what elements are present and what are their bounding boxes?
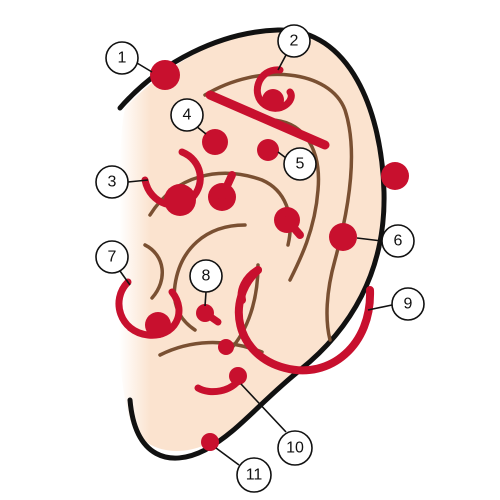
callout-2: 2 xyxy=(277,24,311,58)
piercing-daith-bar xyxy=(283,216,304,239)
piercing-1-stud xyxy=(150,60,180,90)
crease-antihelix xyxy=(203,72,354,342)
piercing-10-stud xyxy=(229,367,247,385)
piercing-helix-back-stud xyxy=(381,162,409,190)
callouts: 1 2 3 4 5 6 7 8 xyxy=(95,24,425,493)
callout-3-label: 3 xyxy=(108,174,117,191)
callout-8: 8 xyxy=(189,259,223,293)
callout-2-label: 2 xyxy=(290,33,299,50)
callout-2-circle xyxy=(277,24,311,58)
callout-5: 5 xyxy=(283,147,317,181)
piercing-3-bar xyxy=(218,171,236,201)
piercing-6-stud xyxy=(329,223,357,251)
piercing-11-stud xyxy=(201,433,219,451)
piercing-lobe-upper-stud xyxy=(218,339,234,355)
jewelry xyxy=(115,60,409,451)
callout-6-label: 6 xyxy=(394,233,403,250)
crease-tragus xyxy=(143,243,164,300)
callout-10-circle xyxy=(277,430,313,466)
callout-10-label: 10 xyxy=(286,440,304,457)
piercing-7-ring xyxy=(115,278,183,339)
leader-9 xyxy=(367,304,393,311)
callout-3-circle xyxy=(95,165,129,199)
piercing-4-stud xyxy=(202,129,228,155)
callout-8-circle xyxy=(189,259,223,293)
piercing-9-ring-back xyxy=(237,266,262,304)
callout-1-circle xyxy=(105,41,139,75)
callout-9-label: 9 xyxy=(404,296,413,313)
callout-5-label: 5 xyxy=(296,156,305,173)
callout-11-circle xyxy=(236,457,272,493)
callout-4-circle xyxy=(170,98,204,132)
leader-5 xyxy=(277,151,287,159)
callout-3: 3 xyxy=(95,165,129,199)
leader-11 xyxy=(215,447,240,466)
piercing-industrial-bar xyxy=(205,90,330,150)
callout-9: 9 xyxy=(391,287,425,321)
piercing-2-bead xyxy=(262,89,284,111)
callout-11-label: 11 xyxy=(246,467,263,484)
leader-8 xyxy=(204,291,207,307)
helix-outline xyxy=(117,27,387,461)
callout-10: 10 xyxy=(277,430,313,466)
callout-6: 6 xyxy=(381,224,415,258)
piercing-5-stud xyxy=(257,139,279,161)
callout-9-circle xyxy=(391,287,425,321)
callout-1-label: 1 xyxy=(118,50,127,67)
piercing-8-bar xyxy=(201,309,222,326)
leader-lines xyxy=(119,54,393,466)
leader-3 xyxy=(127,179,149,183)
callout-4: 4 xyxy=(170,98,204,132)
leader-7 xyxy=(119,270,131,286)
callout-7: 7 xyxy=(95,240,129,274)
callout-5-circle xyxy=(283,147,317,181)
leader-2 xyxy=(277,54,287,71)
leader-10 xyxy=(240,383,287,433)
crease-inner-fold xyxy=(268,118,321,282)
callout-7-circle xyxy=(95,240,129,274)
piercing-3-bead xyxy=(164,184,196,216)
callout-11: 11 xyxy=(236,457,272,493)
callout-1: 1 xyxy=(105,41,139,75)
callout-6-circle xyxy=(381,224,415,258)
callout-7-label: 7 xyxy=(108,249,117,266)
leader-1 xyxy=(136,62,153,73)
callout-8-label: 8 xyxy=(202,268,211,285)
crease-concha xyxy=(172,223,247,332)
leader-6 xyxy=(356,237,383,242)
callout-4-label: 4 xyxy=(183,107,192,124)
piercing-7-bead xyxy=(145,312,171,338)
